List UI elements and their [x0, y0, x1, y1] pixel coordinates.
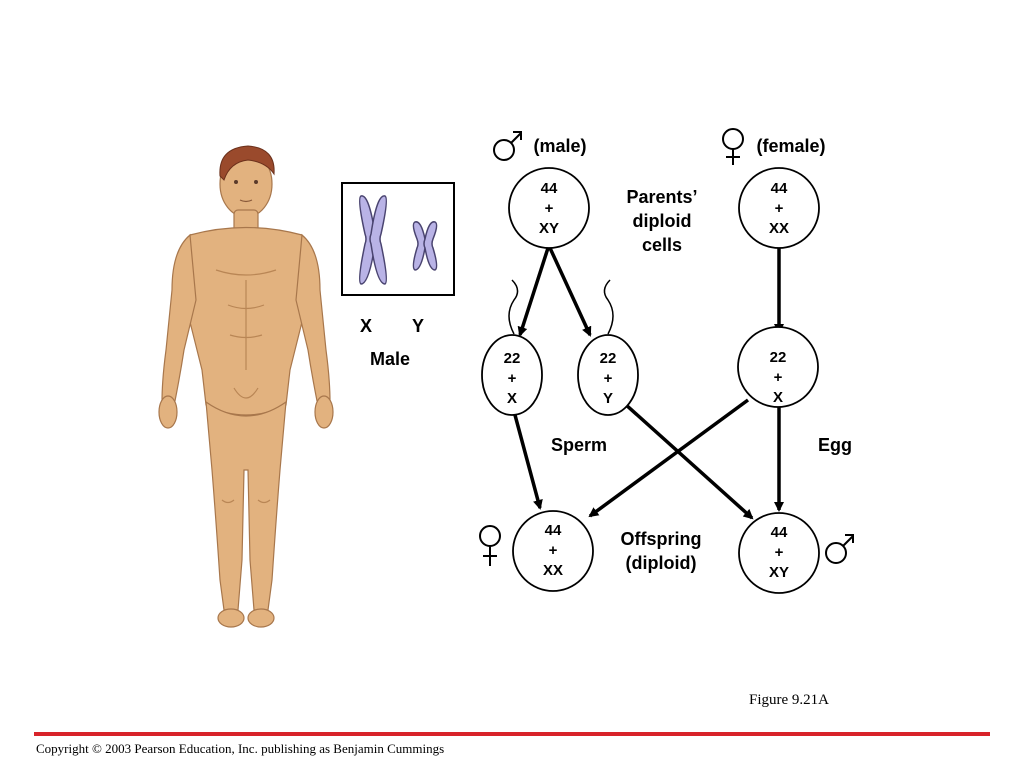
- female-symbol-icon: [722, 128, 744, 165]
- female-parent-autosomes: 44: [771, 180, 788, 197]
- chromosome-illustration: [358, 195, 438, 285]
- sperm-tails: [508, 279, 614, 335]
- egg-plus: +: [774, 369, 783, 386]
- female-symbol-icon: [479, 525, 501, 566]
- female-parent-label: (female): [756, 136, 826, 156]
- offspring-female-plus: +: [549, 542, 558, 559]
- parents-diploid-line1: Parents’: [626, 187, 698, 207]
- offspring-female-autosomes: 44: [545, 522, 562, 539]
- y-chromosome-icon: [412, 221, 438, 271]
- male-parent-cell: [508, 167, 590, 249]
- chromosome-x-label: X: [359, 316, 372, 336]
- chromosome-y-label: Y: [411, 316, 424, 336]
- parents-diploid-line3: cells: [641, 235, 683, 255]
- egg-cell: [737, 326, 819, 408]
- egg-autosomes: 22: [770, 349, 787, 366]
- footer-divider: [34, 732, 990, 736]
- offspring-male-plus: +: [775, 544, 784, 561]
- offspring-line2: (diploid): [625, 553, 697, 573]
- male-label: Male: [369, 349, 411, 369]
- offspring-male-autosomes: 44: [771, 524, 788, 541]
- egg-sex: X: [773, 389, 783, 406]
- x-chromosome-icon: [358, 195, 388, 285]
- male-parent-autosomes: 44: [541, 180, 558, 197]
- parents-diploid-line2: diploid: [632, 211, 692, 231]
- female-parent-cell: [738, 167, 820, 249]
- sperm-x-sex: X: [507, 390, 517, 407]
- male-parent-label: (male): [533, 136, 587, 156]
- offspring-female-sex: XX: [543, 562, 563, 579]
- offspring-female-cell: [512, 510, 594, 592]
- sperm-y-autosomes: 22: [600, 350, 617, 367]
- inheritance-arrows: [513, 247, 784, 520]
- sperm-x-plus: +: [508, 370, 517, 387]
- sperm-x-cell: [481, 334, 543, 416]
- sperm-x-autosomes: 22: [504, 350, 521, 367]
- copyright-text: Copyright © 2003 Pearson Education, Inc.…: [36, 741, 445, 756]
- female-parent-sex: XX: [769, 220, 789, 237]
- male-parent-sex: XY: [539, 220, 559, 237]
- male-symbol-icon: [825, 534, 854, 564]
- male-human-illustration: [158, 145, 334, 628]
- male-parent-plus: +: [545, 200, 554, 217]
- karyotype-box: [341, 182, 455, 296]
- female-parent-plus: +: [775, 200, 784, 217]
- offspring-line1: Offspring: [620, 529, 702, 549]
- sperm-y-sex: Y: [603, 390, 613, 407]
- offspring-male-cell: [738, 512, 820, 594]
- figure-label: Figure 9.21A: [749, 692, 829, 708]
- sex-determination-diagram: 44 + XY 44 + XX 22 + X 22 + Y 22 + X 44 …: [479, 128, 854, 594]
- egg-label: Egg: [818, 435, 852, 455]
- sperm-y-plus: +: [604, 370, 613, 387]
- male-symbol-icon: [493, 131, 522, 161]
- sperm-label: Sperm: [550, 435, 608, 455]
- sperm-y-cell: [577, 334, 639, 416]
- offspring-male-sex: XY: [769, 564, 789, 581]
